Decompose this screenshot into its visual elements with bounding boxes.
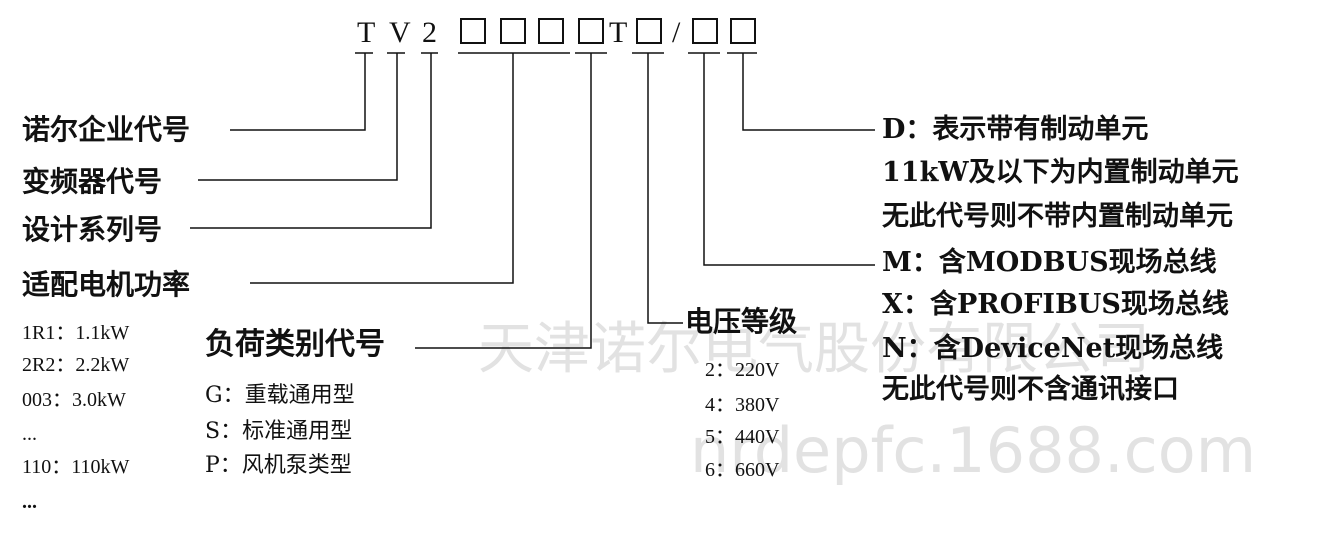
note-bus: 无此代号则不含通讯接口 bbox=[882, 374, 1179, 405]
voltage-item: 2：220V bbox=[705, 359, 780, 381]
placeholder-box bbox=[500, 18, 526, 44]
load-type-item: P：风机泵类型 bbox=[205, 453, 352, 478]
load-type-item: G：重载通用型 bbox=[205, 383, 355, 408]
power-item: 003：3.0kW bbox=[22, 389, 126, 411]
note-bus: X：含PROFIBUS现场总线 bbox=[882, 289, 1229, 320]
voltage-title: 电压等级 bbox=[685, 305, 798, 338]
code-char-t2: T bbox=[609, 16, 628, 49]
watermark-url: nrdepfc.1688.com bbox=[690, 414, 1257, 487]
note-brake: 11kW及以下为内置制动单元 bbox=[882, 157, 1239, 188]
watermark-company: 天津诺尔电气股份有限公司 bbox=[478, 317, 1150, 382]
code-char-v: V bbox=[389, 16, 411, 49]
code-slash: / bbox=[672, 16, 681, 49]
note-bus: M：含MODBUS现场总线 bbox=[882, 247, 1217, 278]
voltage-item: 6：660V bbox=[705, 459, 780, 481]
label-series-code: 设计系列号 bbox=[22, 213, 163, 246]
voltage-item: 5：440V bbox=[705, 426, 780, 448]
power-item: 1R1：1.1kW bbox=[22, 322, 130, 344]
label-inverter-code: 变频器代号 bbox=[22, 165, 163, 198]
placeholder-box bbox=[538, 18, 564, 44]
power-item: ... bbox=[22, 423, 37, 445]
power-item: 2R2：2.2kW bbox=[22, 354, 130, 376]
placeholder-box bbox=[730, 18, 756, 44]
note-brake: 无此代号则不带内置制动单元 bbox=[882, 201, 1233, 232]
power-item: 110：110kW bbox=[22, 456, 130, 478]
voltage-item: 4：380V bbox=[705, 394, 780, 416]
placeholder-box bbox=[692, 18, 718, 44]
load-type-item: S：标准通用型 bbox=[205, 419, 353, 444]
load-type-title: 负荷类别代号 bbox=[205, 327, 385, 362]
code-char-2: 2 bbox=[422, 16, 437, 49]
placeholder-box bbox=[460, 18, 486, 44]
placeholder-box bbox=[578, 18, 604, 44]
note-bus: N：含DeviceNet现场总线 bbox=[882, 333, 1224, 364]
code-char-t: T bbox=[357, 16, 376, 49]
label-motor-power: 适配电机功率 bbox=[22, 268, 191, 301]
label-company-code: 诺尔企业代号 bbox=[22, 113, 191, 146]
placeholder-box bbox=[636, 18, 662, 44]
note-brake: D：表示带有制动单元 bbox=[882, 114, 1149, 145]
power-item: ... bbox=[22, 491, 37, 513]
